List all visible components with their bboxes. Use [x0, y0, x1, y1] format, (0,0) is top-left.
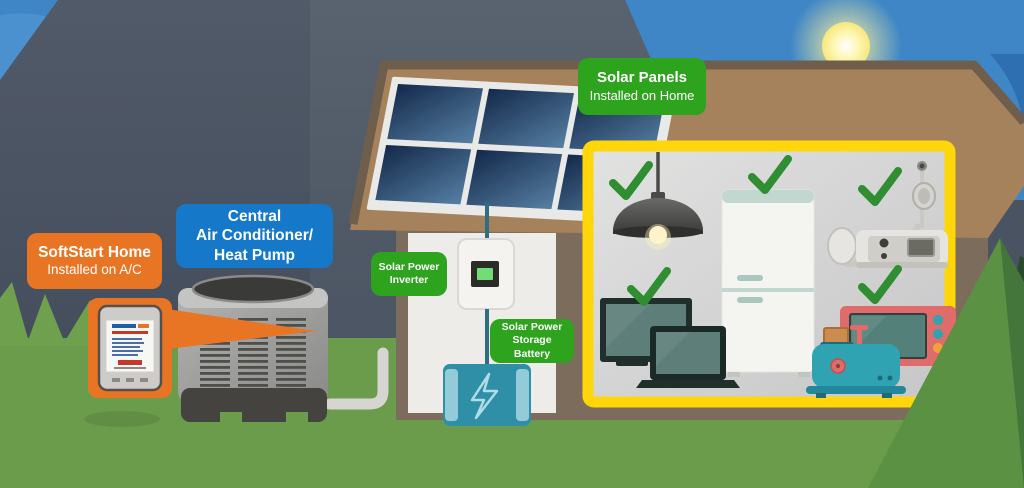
label-title: Solar Panels: [596, 69, 688, 86]
label-line: Inverter: [389, 274, 429, 286]
pendant-lamp: [613, 152, 703, 250]
toaster: [806, 325, 906, 398]
label-subtitle: Installed on Home: [589, 87, 695, 103]
label-line: Solar Power: [501, 321, 563, 334]
lightning-bolt-icon: [470, 372, 499, 420]
label-line: Central: [227, 207, 282, 225]
softstart-device: [84, 298, 316, 427]
ac-fan-opening: [191, 274, 315, 304]
conduit-pipe: [324, 347, 389, 410]
house-cutaway: [582, 140, 956, 408]
highlight-beam: [160, 308, 316, 350]
ac-unit: [178, 274, 328, 424]
label-storage-battery: Solar Power Storage Battery: [490, 319, 574, 363]
laptop: [636, 326, 740, 388]
label-line: Storage Battery: [512, 334, 552, 360]
device-shadow: [84, 411, 160, 427]
label-subtitle: Installed on A/C: [47, 262, 142, 278]
label-line: Air Conditioner/: [195, 227, 314, 245]
label-solar-panels: Solar Panels Installed on Home: [578, 58, 706, 115]
label-central-ac: Central Air Conditioner/ Heat Pump: [176, 204, 333, 268]
storage-battery: [443, 364, 531, 426]
solar-power-inverter: [457, 238, 515, 310]
foreground-hills: [868, 238, 1024, 488]
label-solar-inverter: Solar Power Inverter: [371, 252, 447, 296]
label-title: SoftStart Home: [38, 243, 151, 261]
checkmark-icon: [858, 167, 902, 206]
checkmark-icon: [748, 155, 792, 194]
checkmark-icon: [627, 267, 671, 306]
label-softstart-home: SoftStart Home Installed on A/C: [27, 233, 162, 289]
checkmark-icon: [858, 265, 902, 304]
cpap-machine: [827, 161, 948, 268]
label-line: Solar Power: [378, 260, 440, 273]
checkmark-icon: [609, 161, 653, 200]
label-line: Heat Pump: [214, 246, 295, 264]
refrigerator: [721, 189, 815, 377]
